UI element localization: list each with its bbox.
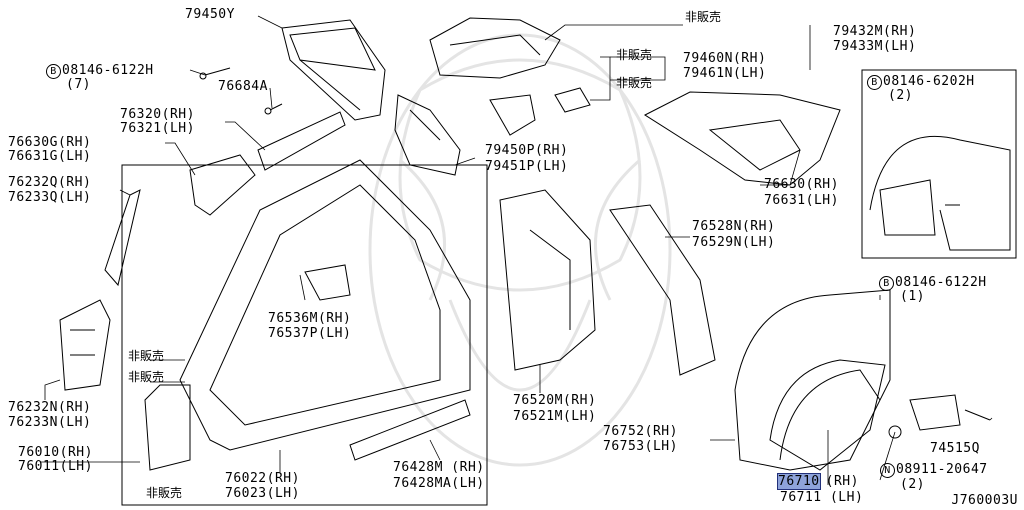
label-not-for-sale-6: 非販売 xyxy=(616,76,653,90)
label-08146-6122H-7-code: 08146-6122H xyxy=(62,63,154,78)
label-79450Y[interactable]: 79450Y xyxy=(185,7,235,22)
label-76428M-rh[interactable]: 76428M (RH) xyxy=(393,460,485,475)
part-76710-shape xyxy=(769,359,886,471)
part-79460N-shape xyxy=(489,87,591,136)
label-76320-rh[interactable]: 76320(RH) xyxy=(120,107,195,122)
label-76537P-lh[interactable]: 76537P(LH) xyxy=(268,326,352,341)
part-76320-shape xyxy=(257,111,346,171)
label-76232N-rh[interactable]: 76232N(RH) xyxy=(8,400,92,415)
label-76022-rh[interactable]: 76022(RH) xyxy=(225,471,300,486)
label-08146-6202H-code: 08146-6202H xyxy=(883,74,975,89)
label-76684A[interactable]: 76684A xyxy=(218,79,268,94)
label-79451P-lh[interactable]: 79451P(LH) xyxy=(485,159,569,174)
label-76011-lh[interactable]: 76011(LH) xyxy=(18,459,93,474)
label-76233Q-lh[interactable]: 76233Q(LH) xyxy=(8,190,92,205)
label-76630G-rh[interactable]: 76630G(RH) xyxy=(8,135,92,150)
part-79450Y-shape xyxy=(281,19,386,121)
highlighted-part-number[interactable]: 76710 xyxy=(777,473,821,490)
part-76528N-shape xyxy=(609,204,716,376)
label-76753-lh[interactable]: 76753(LH) xyxy=(603,439,678,454)
label-79450P-rh[interactable]: 79450P(RH) xyxy=(485,143,569,158)
label-76630-rh[interactable]: 76630(RH) xyxy=(764,177,839,192)
label-76631G-lh[interactable]: 76631G(LH) xyxy=(8,149,92,164)
leader-lines xyxy=(40,15,993,485)
part-76630G-shape xyxy=(189,154,256,216)
label-08911-20647-code: 08911-20647 xyxy=(896,462,988,477)
label-not-for-sale-5: 非販売 xyxy=(616,48,653,62)
label-08146-6122H-1-code: 08146-6122H xyxy=(895,275,987,290)
label-76711-lh[interactable]: 76711 (LH) xyxy=(780,490,864,505)
part-76752-shape xyxy=(734,289,891,471)
inset-wheelhouse-shape xyxy=(869,135,1011,251)
part-76232N-shape xyxy=(59,299,111,391)
label-76023-lh[interactable]: 76023(LH) xyxy=(225,486,300,501)
label-not-for-sale-2: 非販売 xyxy=(128,370,165,384)
label-76321-lh[interactable]: 76321(LH) xyxy=(120,121,195,136)
label-08146-6122H-1-qty: (1) xyxy=(900,289,925,304)
label-76521M-lh[interactable]: 76521M(LH) xyxy=(513,409,597,424)
label-79432M-rh[interactable]: 79432M(RH) xyxy=(833,24,917,39)
label-08146-6202H-qty: (2) xyxy=(888,88,913,103)
nut-marker-icon: N xyxy=(880,463,895,478)
label-76428MA-lh[interactable]: 76428MA(LH) xyxy=(393,476,485,491)
label-74515Q[interactable]: 74515Q xyxy=(930,441,980,456)
side-panel-group-box xyxy=(121,164,488,506)
label-not-for-sale-1: 非販売 xyxy=(128,349,165,363)
diagram-code: J760003U xyxy=(951,493,1018,508)
part-76428M-shape xyxy=(349,399,471,461)
bolt-marker-icon: B xyxy=(46,64,61,79)
label-76710-rh[interactable]: 76710 (RH) xyxy=(777,473,859,490)
label-76710-side: (RH) xyxy=(825,474,859,489)
part-76630-shape xyxy=(643,91,841,186)
label-08911-20647-qty: (2) xyxy=(900,477,925,492)
label-76536M-rh[interactable]: 76536M(RH) xyxy=(268,311,352,326)
label-not-for-sale-3: 非販売 xyxy=(146,486,183,500)
label-76520M-rh[interactable]: 76520M(RH) xyxy=(513,393,597,408)
bolt-marker-icon: B xyxy=(879,276,894,291)
label-76010-rh[interactable]: 76010(RH) xyxy=(18,445,93,460)
label-76752-rh[interactable]: 76752(RH) xyxy=(603,424,678,439)
label-76631-lh[interactable]: 76631(LH) xyxy=(764,193,839,208)
label-79460N-rh[interactable]: 79460N(RH) xyxy=(683,51,767,66)
label-76232Q-rh[interactable]: 76232Q(RH) xyxy=(8,175,92,190)
part-76536M-shape xyxy=(304,264,351,301)
part-76010-shape xyxy=(144,159,471,471)
bolt-icons xyxy=(199,67,283,115)
part-76520M-shape xyxy=(499,189,596,371)
label-76529N-lh[interactable]: 76529N(LH) xyxy=(692,235,776,250)
label-76233N-lh[interactable]: 76233N(LH) xyxy=(8,415,92,430)
bolt-marker-icon: B xyxy=(867,75,882,90)
label-not-for-sale-4: 非販売 xyxy=(685,10,722,24)
part-74515Q-shape xyxy=(888,394,991,439)
label-79433M-lh[interactable]: 79433M(LH) xyxy=(833,39,917,54)
part-79450P-shape xyxy=(394,94,461,176)
label-76528N-rh[interactable]: 76528N(RH) xyxy=(692,219,776,234)
rear-wheelhouse-inset-box xyxy=(861,69,1017,259)
label-08146-6122H-7-qty: (7) xyxy=(66,77,91,92)
label-79461N-lh[interactable]: 79461N(LH) xyxy=(683,66,767,81)
part-79432M-shape xyxy=(429,17,561,79)
part-76232Q-shape xyxy=(104,189,141,287)
